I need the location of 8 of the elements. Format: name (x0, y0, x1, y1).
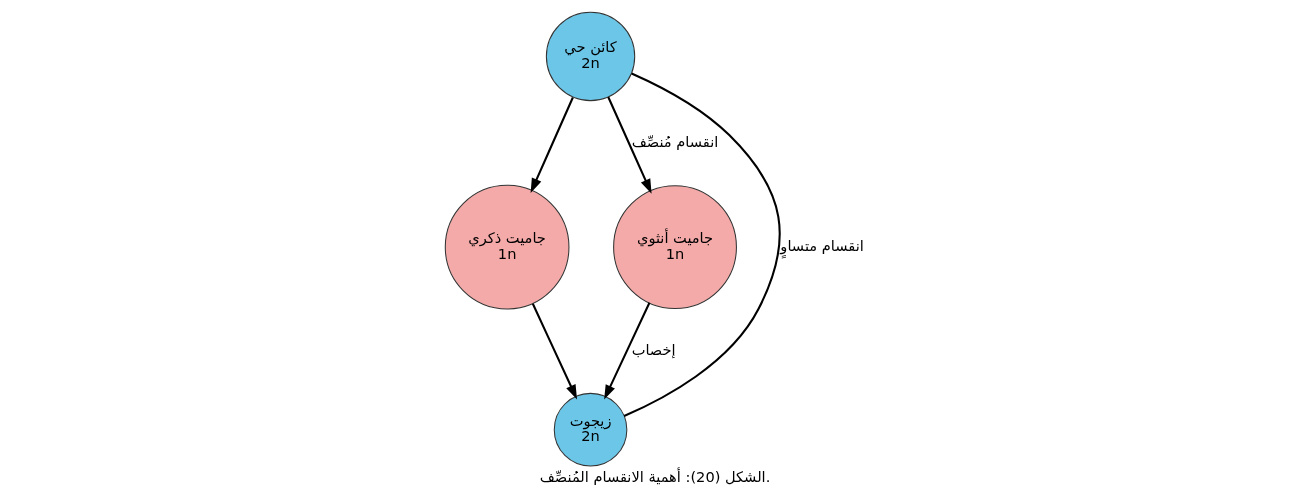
edge-label: انقسام مُنصِّف (631, 132, 719, 150)
connector (623, 72, 781, 417)
arrow (530, 97, 574, 193)
arrow (607, 96, 652, 194)
caption: الشكل (20): أهمية الانقسام المُنصِّف. (539, 467, 771, 485)
arrow (531, 303, 578, 400)
edge-label: إخصاب (631, 341, 676, 359)
arrow (604, 302, 651, 400)
